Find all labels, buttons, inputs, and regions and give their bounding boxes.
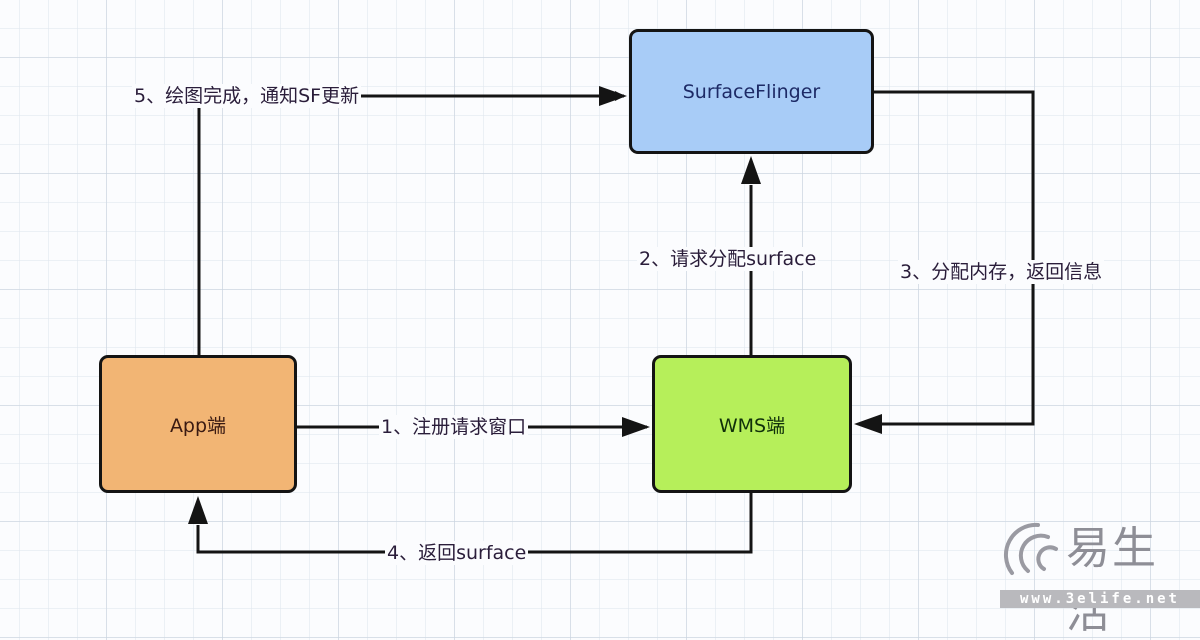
edge-label-step2: 2、请求分配surface (637, 247, 819, 271)
arrowhead-step3 (854, 414, 882, 434)
edge-step3 (874, 90, 1035, 426)
edge-label-step5: 5、绘图完成，通知SF更新 (132, 84, 362, 108)
arrowhead-step2 (741, 156, 761, 184)
node-label: App端 (169, 414, 227, 437)
watermark-text: 易生活 (1066, 523, 1158, 638)
node-label: SurfaceFlinger (682, 80, 821, 103)
edge-step5 (197, 91, 625, 355)
watermark-url: www.3elife.net (1000, 590, 1200, 608)
edge-label-step4: 4、返回surface (385, 541, 529, 565)
node-surfaceflinger: SurfaceFlinger (629, 29, 874, 154)
node-label: WMS端 (718, 414, 786, 437)
arrowhead-step5 (599, 86, 627, 106)
node-wms: WMS端 (652, 355, 852, 493)
arrowhead-step4 (188, 496, 208, 524)
node-app: App端 (99, 355, 297, 493)
arrowhead-step1 (622, 417, 650, 437)
watermark-signal-icon (1004, 522, 1058, 575)
edge-label-step1: 1、注册请求窗口 (379, 415, 529, 439)
edge-label-step3: 3、分配内存，返回信息 (898, 260, 1105, 284)
